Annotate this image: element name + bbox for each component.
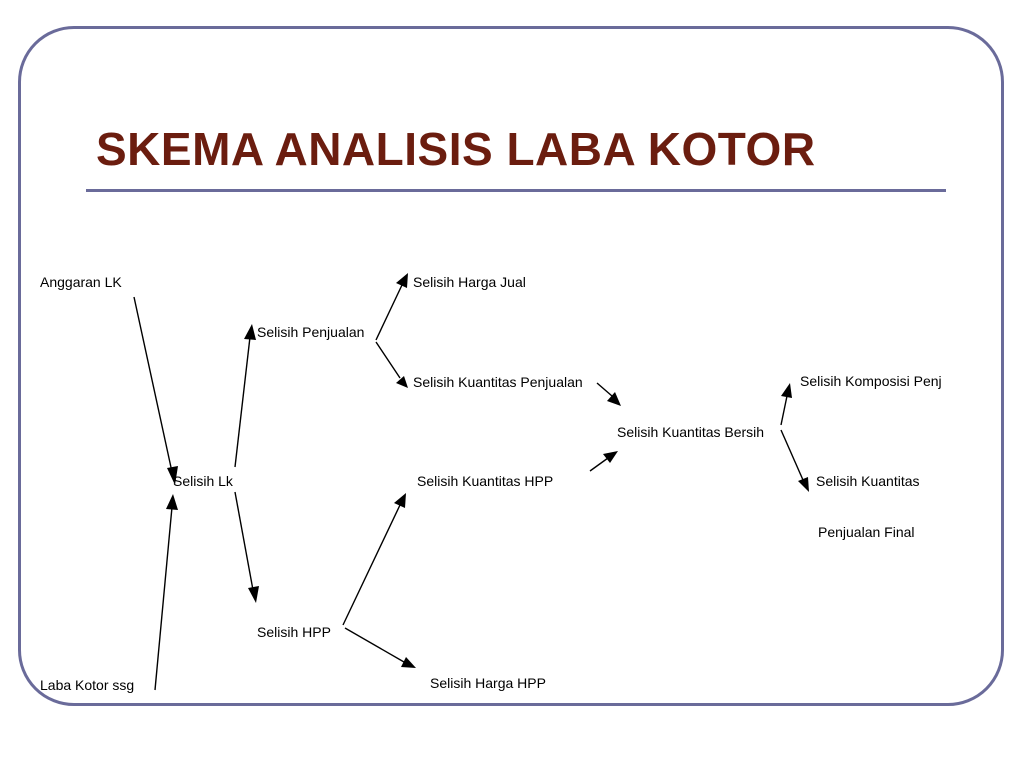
edge-selisih-penjualan-to-selisih-harga-jual [375, 273, 408, 341]
title-underline [86, 189, 946, 192]
node-penjualan-final: Penjualan Final [818, 524, 915, 540]
edge-selisih-kuantitas-bersih-to-selisih-komposisi-penj [780, 383, 792, 426]
edge-laba-kotor-ssg-to-selisih-lk [154, 494, 178, 691]
node-selisih-harga-jual: Selisih Harga Jual [413, 274, 526, 290]
edge-selisih-kuantitas-penjualan-to-selisih-kuantitas-bersih [596, 382, 621, 406]
node-selisih-kuantitas-hpp: Selisih Kuantitas HPP [417, 473, 553, 489]
edge-selisih-penjualan-to-selisih-kuantitas-penjualan [375, 341, 408, 388]
nodes-layer: Anggaran LK Laba Kotor ssg Selisih Lk Se… [40, 274, 942, 693]
edge-selisih-hpp-to-selisih-kuantitas-hpp [342, 493, 406, 626]
edge-selisih-hpp-to-selisih-harga-hpp [344, 627, 416, 668]
slide-title: SKEMA ANALISIS LABA KOTOR [96, 123, 816, 175]
node-selisih-harga-hpp: Selisih Harga HPP [430, 675, 546, 691]
node-selisih-kuantitas: Selisih Kuantitas [816, 473, 920, 489]
edge-selisih-lk-to-selisih-penjualan [234, 324, 256, 468]
edge-selisih-lk-to-selisih-hpp [234, 491, 259, 603]
edges-layer [133, 273, 809, 691]
edge-selisih-kuantitas-bersih-to-selisih-kuantitas [780, 429, 809, 492]
node-selisih-kuantitas-penjualan: Selisih Kuantitas Penjualan [413, 374, 583, 390]
slide-frame [18, 26, 1004, 706]
node-anggaran-lk: Anggaran LK [40, 274, 122, 290]
node-laba-kotor-ssg: Laba Kotor ssg [40, 677, 134, 693]
node-selisih-lk: Selisih Lk [173, 473, 234, 489]
node-selisih-kuantitas-bersih: Selisih Kuantitas Bersih [617, 424, 764, 440]
node-selisih-komposisi-penj: Selisih Komposisi Penj [800, 373, 942, 389]
edge-anggaran-lk-to-selisih-lk [133, 296, 178, 485]
node-selisih-penjualan: Selisih Penjualan [257, 324, 364, 340]
node-selisih-hpp: Selisih HPP [257, 624, 331, 640]
edge-selisih-kuantitas-hpp-to-selisih-kuantitas-bersih [589, 451, 618, 472]
